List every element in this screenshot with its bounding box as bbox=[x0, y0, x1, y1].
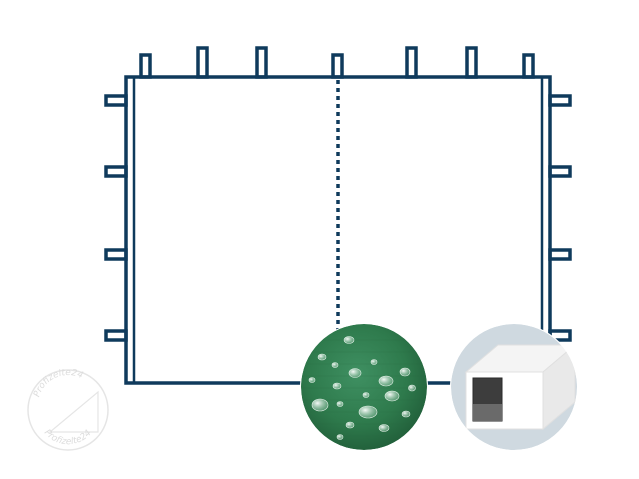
top-loop bbox=[139, 53, 152, 79]
left-loop bbox=[104, 94, 128, 107]
left-loop bbox=[104, 165, 128, 178]
watermark-bottom-text: Profizelte24 bbox=[42, 428, 94, 447]
top-loop bbox=[465, 46, 478, 79]
fabric-water-droplets-icon bbox=[300, 323, 428, 451]
top-loop bbox=[255, 46, 268, 79]
watermark-logo: Profizelte24 Profizelte24 bbox=[27, 368, 109, 451]
left-loop bbox=[104, 329, 128, 342]
watermark-top-text: Profizelte24 bbox=[32, 368, 84, 399]
left-loop bbox=[104, 248, 128, 261]
square-tube-profile-icon bbox=[450, 323, 578, 451]
top-loop bbox=[522, 53, 535, 79]
top-loop bbox=[331, 53, 344, 79]
left-loops bbox=[104, 94, 128, 342]
top-loops bbox=[139, 46, 535, 79]
right-loop bbox=[548, 165, 572, 178]
top-loop bbox=[196, 46, 209, 79]
right-loop bbox=[548, 248, 572, 261]
right-loops bbox=[548, 94, 572, 342]
top-loop bbox=[405, 46, 418, 79]
right-loop bbox=[548, 94, 572, 107]
